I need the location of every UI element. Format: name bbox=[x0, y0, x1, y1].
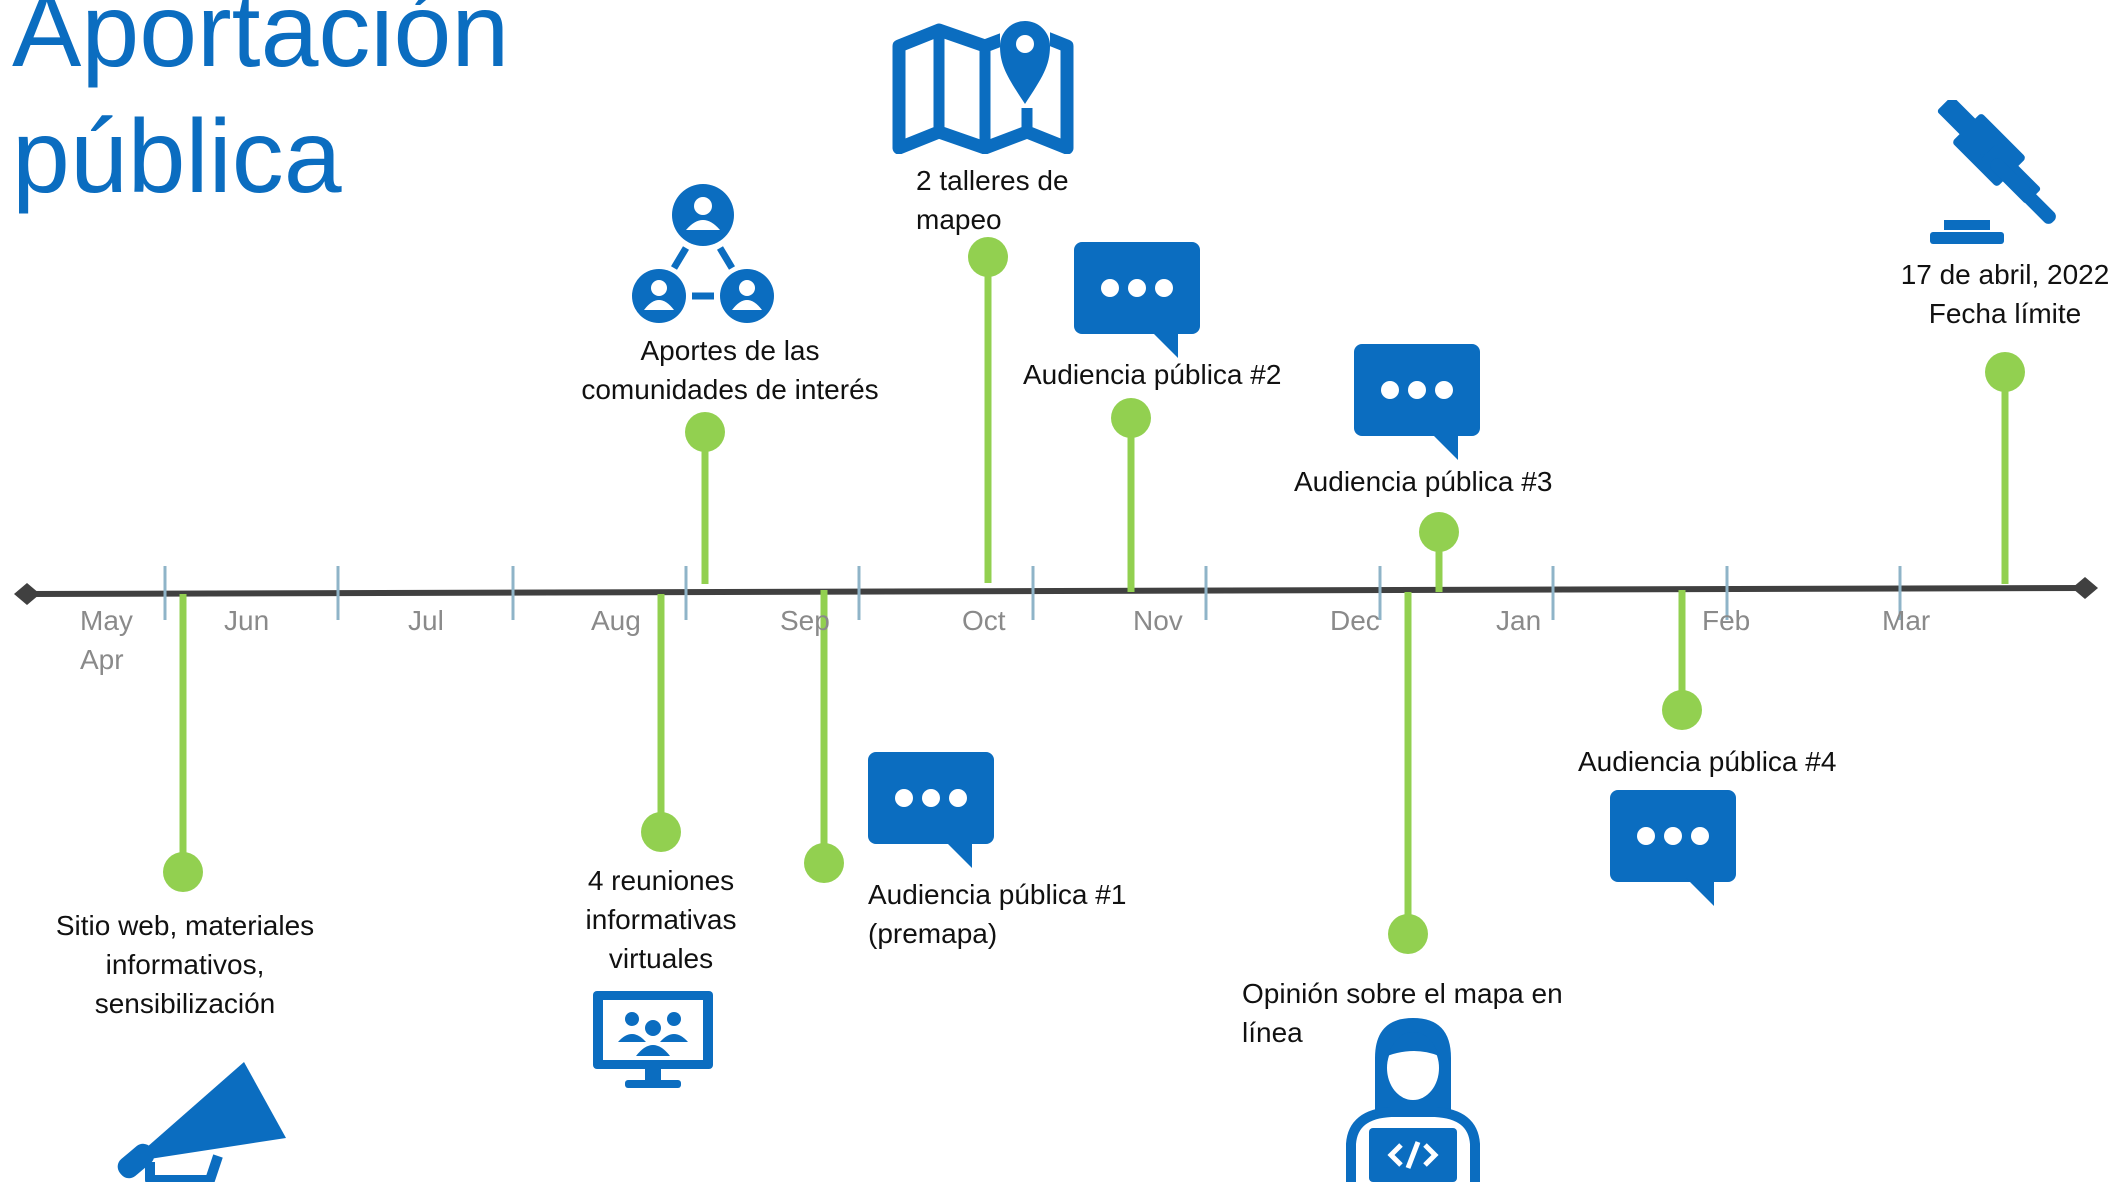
event-marker bbox=[163, 852, 203, 892]
event-label-mapping-workshops: 2 talleres de mapeo bbox=[916, 165, 1069, 235]
event-label-community-input: Aportes de las comunidades de interés bbox=[581, 335, 879, 405]
month-label: Apr bbox=[80, 644, 124, 675]
month-label: Jan bbox=[1496, 605, 1542, 636]
month-label: Mar bbox=[1882, 605, 1931, 636]
event-label-virtual-meetings: 4 reuniones informativas virtuales bbox=[585, 865, 737, 974]
month-label: Nov bbox=[1133, 605, 1183, 636]
chat-bubble-icon bbox=[866, 750, 996, 870]
chat-bubble-icon bbox=[1072, 240, 1202, 360]
month-ticks bbox=[163, 566, 1902, 620]
event-markers bbox=[163, 237, 2025, 954]
map-pin-icon bbox=[892, 8, 1074, 154]
month-label: Jul bbox=[408, 605, 444, 636]
event-marker bbox=[1388, 914, 1428, 954]
online-map-user-icon bbox=[1345, 1012, 1481, 1182]
month-label: May bbox=[80, 605, 133, 636]
timeline-axis bbox=[26, 585, 2086, 597]
title-line-2: pública bbox=[12, 99, 342, 215]
virtual-meeting-icon bbox=[590, 988, 716, 1092]
event-label-website: Sitio web, materiales informativos, sens… bbox=[55, 910, 315, 1019]
month-label: Jun bbox=[224, 605, 270, 636]
month-label: Feb bbox=[1702, 605, 1751, 636]
month-label: Dec bbox=[1330, 605, 1380, 636]
event-label-hearing-1: Audiencia pública #1 (premapa) bbox=[868, 879, 1127, 949]
event-marker bbox=[1419, 512, 1459, 552]
month-label: Sep bbox=[780, 605, 830, 636]
event-label-deadline: 17 de abril, 2022 Fecha límite bbox=[1900, 259, 2110, 329]
month-label: Oct bbox=[962, 605, 1006, 636]
month-label: Aug bbox=[591, 605, 641, 636]
community-network-icon bbox=[632, 184, 774, 326]
title-line-1: Aportación bbox=[12, 0, 510, 89]
chat-bubble-icon bbox=[1608, 788, 1738, 908]
page-title: Aportación pública bbox=[12, 0, 509, 220]
megaphone-icon bbox=[110, 1040, 290, 1182]
event-marker bbox=[1111, 398, 1151, 438]
event-marker bbox=[968, 237, 1008, 277]
gavel-icon bbox=[1924, 100, 2078, 246]
event-marker bbox=[641, 812, 681, 852]
axis-end-diamond bbox=[2072, 577, 2098, 599]
axis-start-diamond bbox=[14, 583, 40, 605]
event-marker bbox=[1985, 352, 2025, 392]
event-marker bbox=[685, 412, 725, 452]
event-label-online-map-feedback: Opinión sobre el mapa en línea bbox=[1242, 978, 1563, 1048]
event-label-hearing-2: Audiencia pública #2 bbox=[1023, 359, 1282, 390]
event-label-hearing-4: Audiencia pública #4 bbox=[1578, 746, 1837, 777]
event-marker bbox=[1662, 690, 1702, 730]
event-label-hearing-3: Audiencia pública #3 bbox=[1294, 466, 1553, 497]
event-marker bbox=[804, 843, 844, 883]
chat-bubble-icon bbox=[1352, 342, 1482, 462]
